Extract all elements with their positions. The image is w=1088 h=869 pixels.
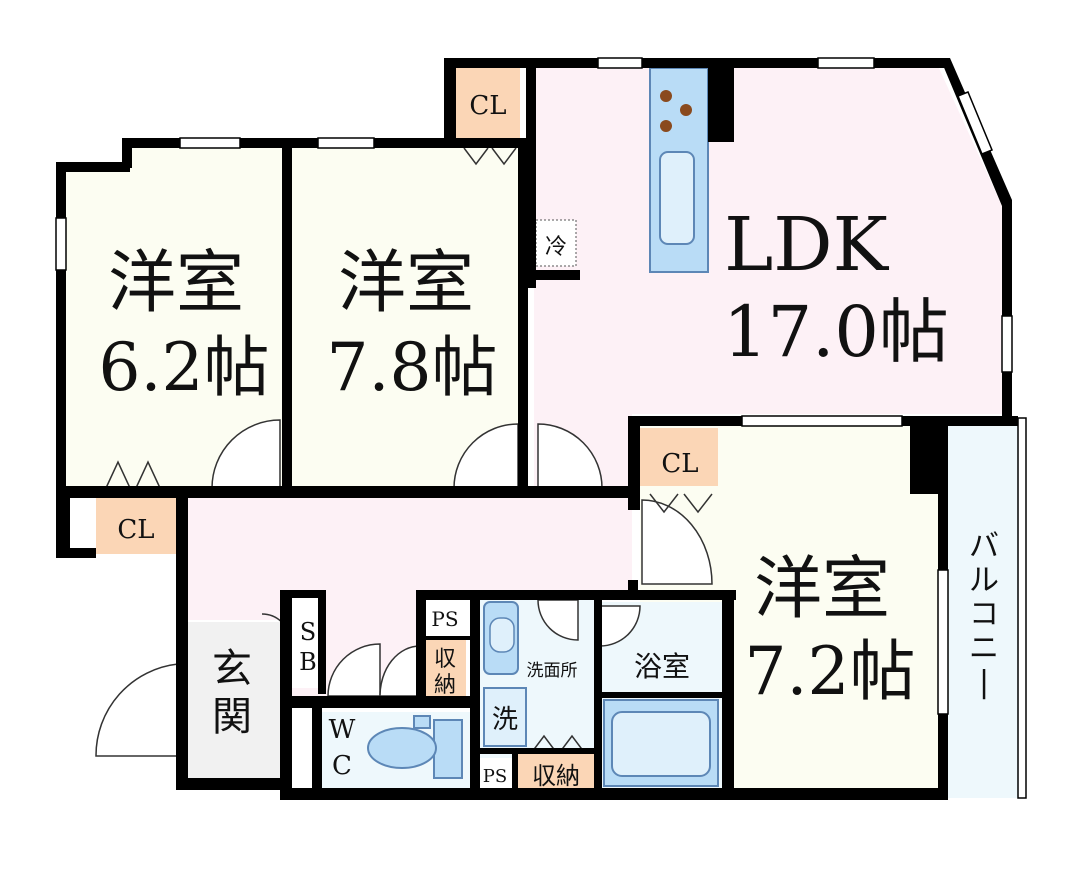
window <box>937 569 949 715</box>
sink-icon <box>659 151 695 245</box>
closet-ldk[interactable] <box>640 428 718 486</box>
room-western-2-size: 7.8帖 <box>327 329 498 406</box>
room-western-2-name: 洋室 <box>338 244 474 323</box>
window <box>317 137 375 149</box>
label-line: C <box>332 751 352 781</box>
closet-top-doors[interactable] <box>463 147 517 166</box>
closet-top[interactable] <box>456 66 520 138</box>
label-line: 収 <box>434 647 456 672</box>
toilet-tank-icon <box>413 715 431 729</box>
door-washroom[interactable] <box>537 599 579 641</box>
stove-burner-icon <box>660 90 672 102</box>
labels: 洋室 6.2帖 洋室 7.8帖 LDK 17.0帖 洋室 7.2帖 CL CL … <box>99 91 999 790</box>
label-line: 玄 <box>212 646 252 692</box>
fridge-label: 冷 <box>545 235 567 260</box>
door-bathroom[interactable] <box>599 605 641 647</box>
storage-small[interactable] <box>424 640 466 696</box>
window <box>817 57 875 69</box>
door-ldk[interactable] <box>537 423 603 489</box>
walls <box>56 58 1018 800</box>
storage-bottom-doors[interactable] <box>531 734 585 753</box>
balcony-label: バルコニ| <box>969 529 999 700</box>
room-western-3-name: 洋室 <box>754 550 890 629</box>
windows <box>55 57 1027 799</box>
stove-burner-icon <box>680 104 692 116</box>
label-line: S <box>300 618 316 646</box>
label-line: B <box>299 648 317 676</box>
window <box>741 415 903 427</box>
label-line: バ <box>969 529 999 564</box>
closet-ldk-doors[interactable] <box>649 493 713 514</box>
washer-box <box>483 687 527 747</box>
storage-bottom[interactable] <box>516 754 596 790</box>
window <box>1001 315 1013 373</box>
label-line: ル <box>969 563 999 598</box>
window <box>179 137 241 149</box>
basin-bowl <box>489 617 515 653</box>
closet-left[interactable] <box>96 498 176 554</box>
label-line: | <box>979 665 989 700</box>
toilet-base-icon <box>433 719 463 779</box>
window <box>957 91 993 155</box>
ps-top <box>424 600 466 636</box>
door-western-7-8[interactable] <box>453 423 519 489</box>
label-line: 納 <box>434 673 456 698</box>
label-line: 関 <box>212 694 252 740</box>
closet-left-doors[interactable] <box>105 460 161 489</box>
fridge-space <box>535 219 577 267</box>
ps-bottom <box>478 758 512 790</box>
door-western-6-2[interactable] <box>211 419 281 489</box>
room-western-1-size: 6.2帖 <box>99 329 270 406</box>
stove-burner-icon <box>660 120 672 132</box>
label-line: ニ <box>969 631 999 666</box>
door-western-7-2[interactable] <box>641 499 713 585</box>
balcony-floor[interactable] <box>948 418 1022 798</box>
room-western-6-2-floor[interactable] <box>66 148 286 490</box>
closets <box>96 66 718 790</box>
storage-bottom-label: 収納 <box>532 762 580 790</box>
closet-left-label: CL <box>117 515 154 545</box>
window <box>597 57 643 69</box>
room-western-1-name: 洋室 <box>108 244 244 323</box>
door-toilet[interactable] <box>327 643 381 697</box>
room-ldk-size: 17.0帖 <box>723 291 949 373</box>
washroom-label: 洗面所 <box>527 661 578 681</box>
window <box>55 217 67 271</box>
room-ldk-name: LDK <box>724 202 889 288</box>
room-western-3-size: 7.2帖 <box>745 633 916 710</box>
closet-top-label: CL <box>469 91 506 121</box>
balcony-rail <box>1017 417 1027 799</box>
label-line: コ <box>969 597 999 632</box>
bathroom-label: 浴室 <box>634 650 690 683</box>
closet-ldk-label: CL <box>661 449 698 479</box>
bathtub-inner <box>611 711 711 777</box>
toilet-bowl-icon <box>367 727 437 769</box>
label-line: W <box>329 715 356 745</box>
storage-small-label: 収納 <box>434 647 456 698</box>
door-entrance[interactable] <box>95 663 179 757</box>
doors <box>95 147 713 757</box>
ps-top-label: PS <box>431 607 458 631</box>
entrance-label: 玄関 <box>212 646 252 740</box>
washer-label: 洗 <box>492 705 518 735</box>
entrance-floor[interactable] <box>186 622 280 782</box>
fixtures <box>367 67 719 787</box>
ps-bottom-label: PS <box>483 766 507 787</box>
